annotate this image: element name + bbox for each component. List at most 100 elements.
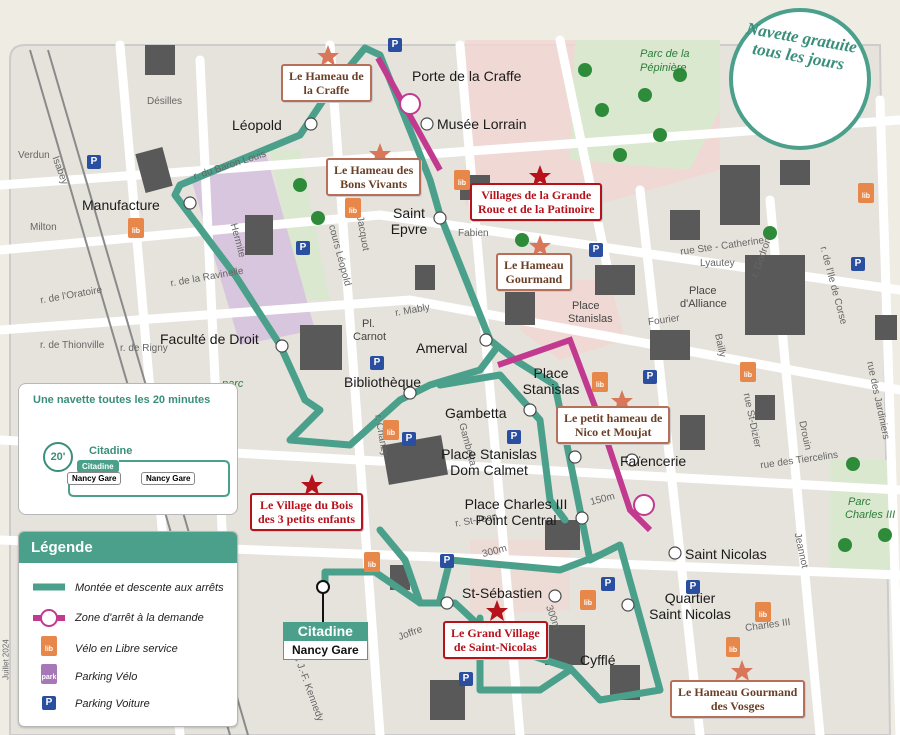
bike-share-icon[interactable]: lib: [755, 602, 771, 622]
stop-amerval[interactable]: Amerval: [416, 340, 468, 356]
event-line: Le Hameau de: [289, 69, 364, 83]
parking-icon[interactable]: P: [296, 241, 310, 255]
stop-bibliotheque[interactable]: Bibliothèque: [344, 374, 422, 390]
street-fabien: Fabien: [458, 228, 489, 239]
legend-car-parking-icon: P: [42, 696, 56, 710]
frequency-minutes: 20': [43, 442, 73, 472]
stop-gambetta[interactable]: Gambetta: [445, 405, 507, 421]
parking-icon[interactable]: P: [643, 370, 657, 384]
event-village-bois[interactable]: Le Village du Bois des 3 petits enfants: [250, 493, 364, 531]
event-line: des Vosges: [710, 699, 765, 713]
stop-saint-epvre-line1: Saint: [393, 205, 425, 221]
event-line: Gourmand: [505, 272, 563, 286]
frequency-line: Citadine: [89, 445, 133, 457]
station-name: Nancy Gare: [283, 640, 368, 660]
event-line: Le Village du Bois: [259, 498, 354, 512]
stop-saint-epvre-line2: Epvre: [390, 221, 428, 237]
stop-porte-craffe[interactable]: Porte de la Craffe: [412, 68, 522, 84]
stop-dom-calmet[interactable]: Place Stanislas Dom Calmet: [434, 446, 544, 478]
event-line: Bons Vivants: [340, 177, 408, 191]
parc-pepiniere-label-2: Pépinière: [640, 62, 687, 74]
stop-saint-nicolas[interactable]: Saint Nicolas: [685, 546, 767, 562]
stop-musee-lorrain[interactable]: Musée Lorrain: [437, 116, 527, 132]
legend-item-bike-share: Vélo en Libre service: [75, 643, 178, 655]
parking-icon[interactable]: P: [402, 432, 416, 446]
loop-chip-destination: Nancy Gare: [141, 472, 196, 485]
stop-saint-epvre[interactable]: Saint Epvre: [388, 205, 430, 237]
event-line: des 3 petits enfants: [258, 512, 356, 526]
stop-faculte-droit[interactable]: Faculté de Droit: [160, 331, 259, 347]
stop-point-central-line2: Point Central: [475, 512, 557, 528]
event-line: Le Hameau Gourmand: [678, 685, 798, 699]
stop-cyffle[interactable]: Cyfflé: [580, 652, 616, 668]
parking-icon[interactable]: P: [589, 243, 603, 257]
event-hameau-craffe[interactable]: Le Hameau de la Craffe: [281, 64, 372, 102]
event-line: Villages de la Grande: [481, 188, 592, 202]
station-nancy-gare[interactable]: Citadine Nancy Gare: [283, 622, 368, 660]
loop-chip-origin: Nancy Gare: [67, 472, 122, 485]
stop-place-stanislas-line1: Place: [533, 365, 569, 381]
frequency-title: Une navette toutes les 20 minutes: [33, 394, 211, 406]
event-grande-roue[interactable]: Villages de la Grande Roue et de la Pati…: [470, 183, 603, 221]
street-verdun: Verdun: [18, 150, 50, 161]
stop-faiencerie[interactable]: Faïencerie: [620, 453, 687, 469]
parking-icon[interactable]: P: [388, 38, 402, 52]
street-thionville: r. de Thionville: [40, 340, 105, 351]
credits: Juillet 2024: [1, 639, 11, 680]
stop-leopold[interactable]: Léopold: [232, 117, 282, 133]
event-grand-village[interactable]: Le Grand Village de Saint-Nicolas: [443, 621, 548, 659]
pl-carnot-label-1: Pl.: [362, 318, 375, 330]
stop-manufacture[interactable]: Manufacture: [82, 197, 160, 213]
legend-item-route: Montée et descente aux arrêts: [75, 582, 224, 594]
stop-place-stanislas-line2: Stanislas: [522, 381, 580, 397]
street-desilles: Désilles: [147, 96, 183, 107]
legend-bike-share-icon: lib: [41, 636, 57, 656]
parking-icon[interactable]: P: [370, 356, 384, 370]
stop-quartier-saint-nicolas[interactable]: Quartier Saint Nicolas: [644, 590, 736, 622]
stop-quartier-line2: Saint Nicolas: [649, 606, 731, 622]
bike-share-icon[interactable]: lib: [580, 590, 596, 610]
event-line: de Saint-Nicolas: [453, 640, 537, 654]
place-alliance-label-1: Place: [689, 285, 717, 297]
street-lyautey: Lyautey: [700, 258, 735, 269]
stop-dom-calmet-line1: Place Stanislas: [441, 446, 537, 462]
event-hameau-gourmand[interactable]: Le Hameau Gourmand: [496, 253, 572, 291]
bike-share-icon[interactable]: lib: [740, 362, 756, 382]
bike-share-icon[interactable]: lib: [128, 218, 144, 238]
event-line: Le petit hameau de: [564, 411, 663, 425]
street-milton: Milton: [30, 222, 57, 233]
legend-item-ondemand: Zone d'arrêt à la demande: [75, 612, 204, 624]
loop-diagram: [68, 460, 230, 497]
stop-st-sebastien[interactable]: St-Sébastien: [462, 585, 543, 601]
bike-share-icon[interactable]: lib: [454, 170, 470, 190]
parking-icon[interactable]: P: [440, 554, 454, 568]
stop-point-central[interactable]: Place Charles III Point Central: [460, 496, 572, 528]
parking-icon[interactable]: P: [459, 672, 473, 686]
place-stanislas-area-2: Stanislas: [568, 313, 613, 325]
bike-share-icon[interactable]: lib: [383, 420, 399, 440]
legend-item-car-parking: Parking Voiture: [75, 698, 150, 710]
stop-point-central-line1: Place Charles III: [464, 496, 568, 512]
bike-share-icon[interactable]: lib: [364, 552, 380, 572]
event-bons-vivants[interactable]: Le Hameau des Bons Vivants: [326, 158, 422, 196]
parking-icon[interactable]: P: [686, 580, 700, 594]
event-nico-moujat[interactable]: Le petit hameau de Nico et Moujat: [556, 406, 671, 444]
street-rigny: r. de Rigny: [120, 343, 168, 354]
event-gourmand-vosges[interactable]: Le Hameau Gourmand des Vosges: [670, 680, 806, 718]
event-line: Le Hameau des: [334, 163, 414, 177]
parking-icon[interactable]: P: [87, 155, 101, 169]
bike-share-icon[interactable]: lib: [858, 183, 874, 203]
pl-carnot-label-2: Carnot: [353, 331, 387, 343]
legend-item-bike-parking: Parking Vélo: [75, 671, 138, 683]
parking-icon[interactable]: P: [601, 577, 615, 591]
legend-title: Légende: [19, 532, 237, 563]
bike-share-icon[interactable]: lib: [592, 372, 608, 392]
free-shuttle-badge: Navette gratuite tous les jours: [729, 8, 871, 150]
parking-icon[interactable]: P: [851, 257, 865, 271]
stop-place-stanislas[interactable]: Place Stanislas: [518, 365, 584, 397]
place-stanislas-area-1: Place: [572, 300, 600, 312]
bike-share-icon[interactable]: lib: [726, 637, 741, 657]
parking-icon[interactable]: P: [507, 430, 521, 444]
bike-share-icon[interactable]: lib: [345, 198, 361, 218]
